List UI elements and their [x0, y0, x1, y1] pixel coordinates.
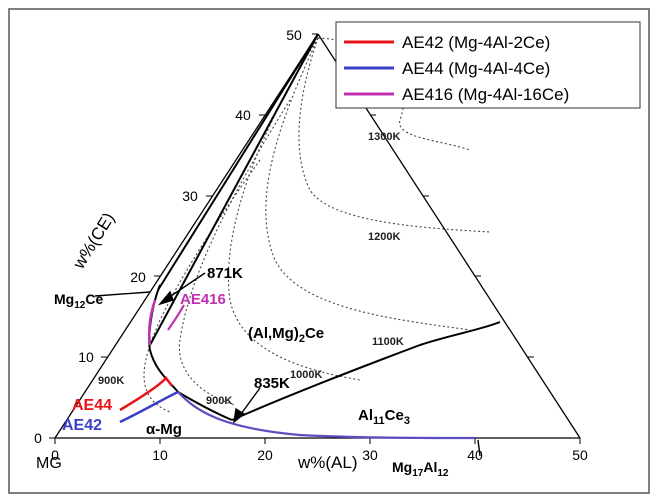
boundary-mg12ce-top	[157, 33, 319, 291]
boundary-900k	[177, 391, 233, 421]
boundary-al11ce3	[231, 321, 501, 421]
alloy-label-ae42: AE42	[62, 417, 102, 434]
figure-border	[8, 8, 650, 494]
left-tick-50: 50	[286, 27, 302, 43]
isotherm-label-1100: 1100K	[372, 336, 404, 348]
legend-label-0: AE42 (Mg-4Al-2Ce)	[402, 33, 550, 52]
isotherm-label-1000: 1000K	[290, 369, 322, 381]
isotherm-900a	[178, 99, 291, 406]
path-ae42	[119, 376, 173, 412]
isotherm-label-900-left: 900K	[98, 375, 124, 387]
label-835k: 835K	[254, 375, 290, 392]
left-tick-40: 40	[235, 107, 251, 123]
annotation-arrows	[94, 272, 481, 457]
region-al11ce3: Al11Ce3	[358, 407, 410, 427]
bottom-tick-40: 40	[467, 447, 483, 463]
isotherm-900b	[143, 159, 261, 413]
left-tick-30: 30	[182, 188, 198, 204]
phase-mg12ce: Mg12Ce	[54, 291, 103, 311]
left-tick-10: 10	[78, 349, 94, 365]
isotherm-label-900-right: 900K	[206, 395, 232, 407]
bottom-tick-30: 30	[362, 447, 378, 463]
legend-label-2: AE416 (Mg-4Al-16Ce)	[402, 85, 569, 104]
bottom-tick-50: 50	[572, 447, 588, 463]
axis-label-al: w%(AL)	[297, 453, 358, 472]
region-al-mg-2-ce: (Al,Mg)2Ce	[248, 325, 324, 345]
left-tick-0: 0	[34, 430, 42, 446]
left-tick-20: 20	[130, 269, 146, 285]
bottom-tick-0: 0	[51, 447, 59, 463]
bottom-tick-20: 20	[257, 447, 273, 463]
arrow-mg12ce	[94, 291, 151, 297]
corner-label-mg: MG	[36, 455, 62, 472]
isotherm-1100	[265, 37, 471, 331]
alloy-label-ae44: AE44	[72, 397, 112, 414]
legend-label-1: AE44 (Mg-4Al-4Ce)	[402, 59, 550, 78]
phase-mg17al12: Mg17Al12	[392, 459, 449, 479]
left-tick-labels: 0 10 20 30 40 50	[34, 27, 302, 446]
isotherm-1200	[298, 37, 491, 233]
path-ae44	[119, 390, 179, 424]
boundary-upper-inner	[149, 33, 319, 346]
label-871k: 871K	[207, 265, 243, 282]
axis-label-ce: w%(CE)	[69, 209, 119, 273]
axis-ce	[54, 33, 319, 439]
arrow-mg17al12	[477, 439, 481, 457]
region-alpha-mg: α-Mg	[146, 421, 182, 438]
path-ae416-branch	[167, 304, 185, 331]
tick-marks	[49, 33, 581, 444]
bottom-tick-labels: 0 10 20 30 40 50	[51, 447, 588, 463]
legend: AE42 (Mg-4Al-2Ce) AE44 (Mg-4Al-4Ce) AE416 …	[335, 21, 641, 109]
bottom-tick-10: 10	[152, 447, 168, 463]
alloy-label-ae416: AE416	[180, 291, 226, 308]
boundary-alpha-mg	[177, 391, 476, 440]
isotherm-label-1300: 1300K	[368, 131, 400, 143]
isotherm-label-1200: 1200K	[368, 231, 400, 243]
path-ae416	[147, 299, 157, 346]
